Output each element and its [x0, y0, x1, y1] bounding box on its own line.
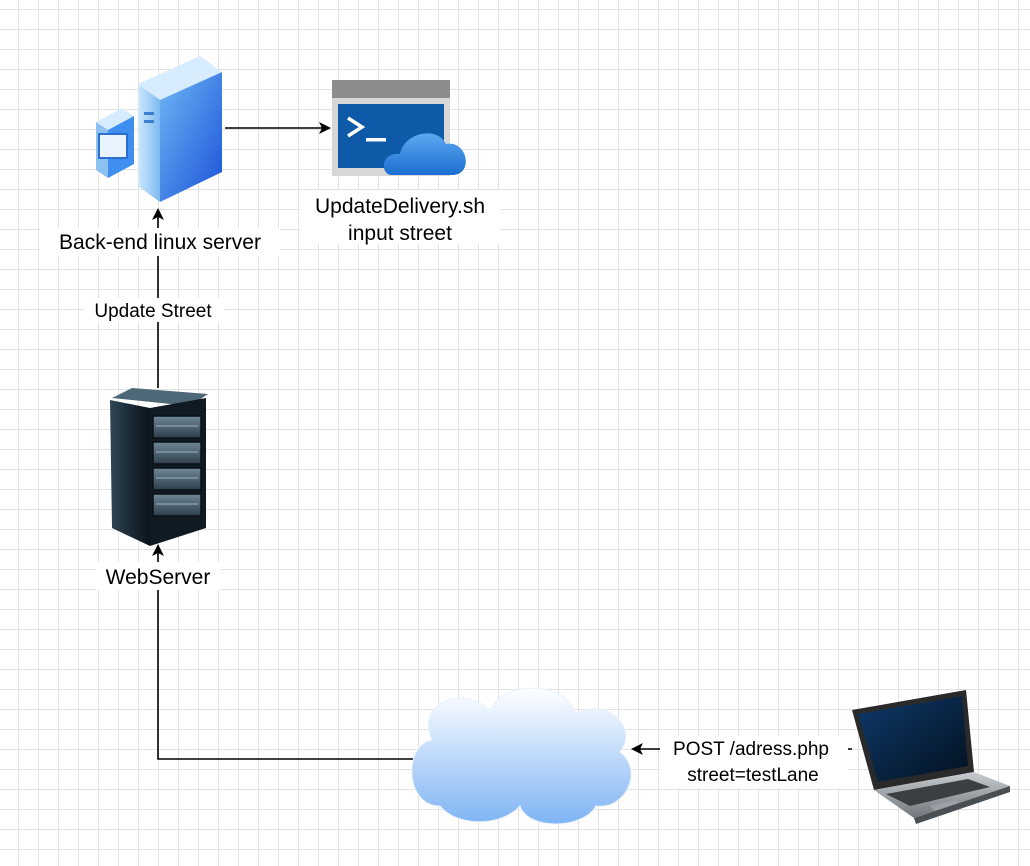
edge-cloud-to-webserver[interactable] — [152, 544, 413, 760]
linux-server-icon — [96, 56, 222, 202]
edge-label-bg — [84, 298, 224, 322]
cloud-icon — [411, 687, 632, 825]
node-label-bg — [40, 228, 280, 256]
node-label-webserver: WebServer — [106, 566, 211, 589]
edge-label-post-body: street=testLane — [687, 765, 819, 786]
node-label-backend: Back-end linux server — [59, 231, 261, 254]
server-rack-icon — [110, 388, 208, 546]
node-backend-server[interactable]: Back-end linux server — [40, 56, 280, 256]
edge-label-update-street: Update Street — [94, 301, 212, 322]
node-label-script-name: UpdateDelivery.sh — [315, 195, 485, 218]
node-update-script[interactable]: UpdateDelivery.sh input street — [300, 80, 500, 245]
node-label-bg — [96, 562, 220, 590]
azure-cloud-shell-icon — [332, 80, 466, 176]
node-label-bg — [300, 190, 500, 244]
node-label-script-param: input street — [348, 222, 452, 245]
edge-label-bg — [660, 736, 848, 788]
node-client-laptop[interactable] — [852, 690, 1010, 824]
node-internet-cloud[interactable] — [411, 687, 632, 825]
edge-label-post-request: POST /adress.php — [673, 739, 829, 760]
laptop-icon — [852, 690, 1010, 824]
node-webserver[interactable]: WebServer — [96, 388, 220, 590]
